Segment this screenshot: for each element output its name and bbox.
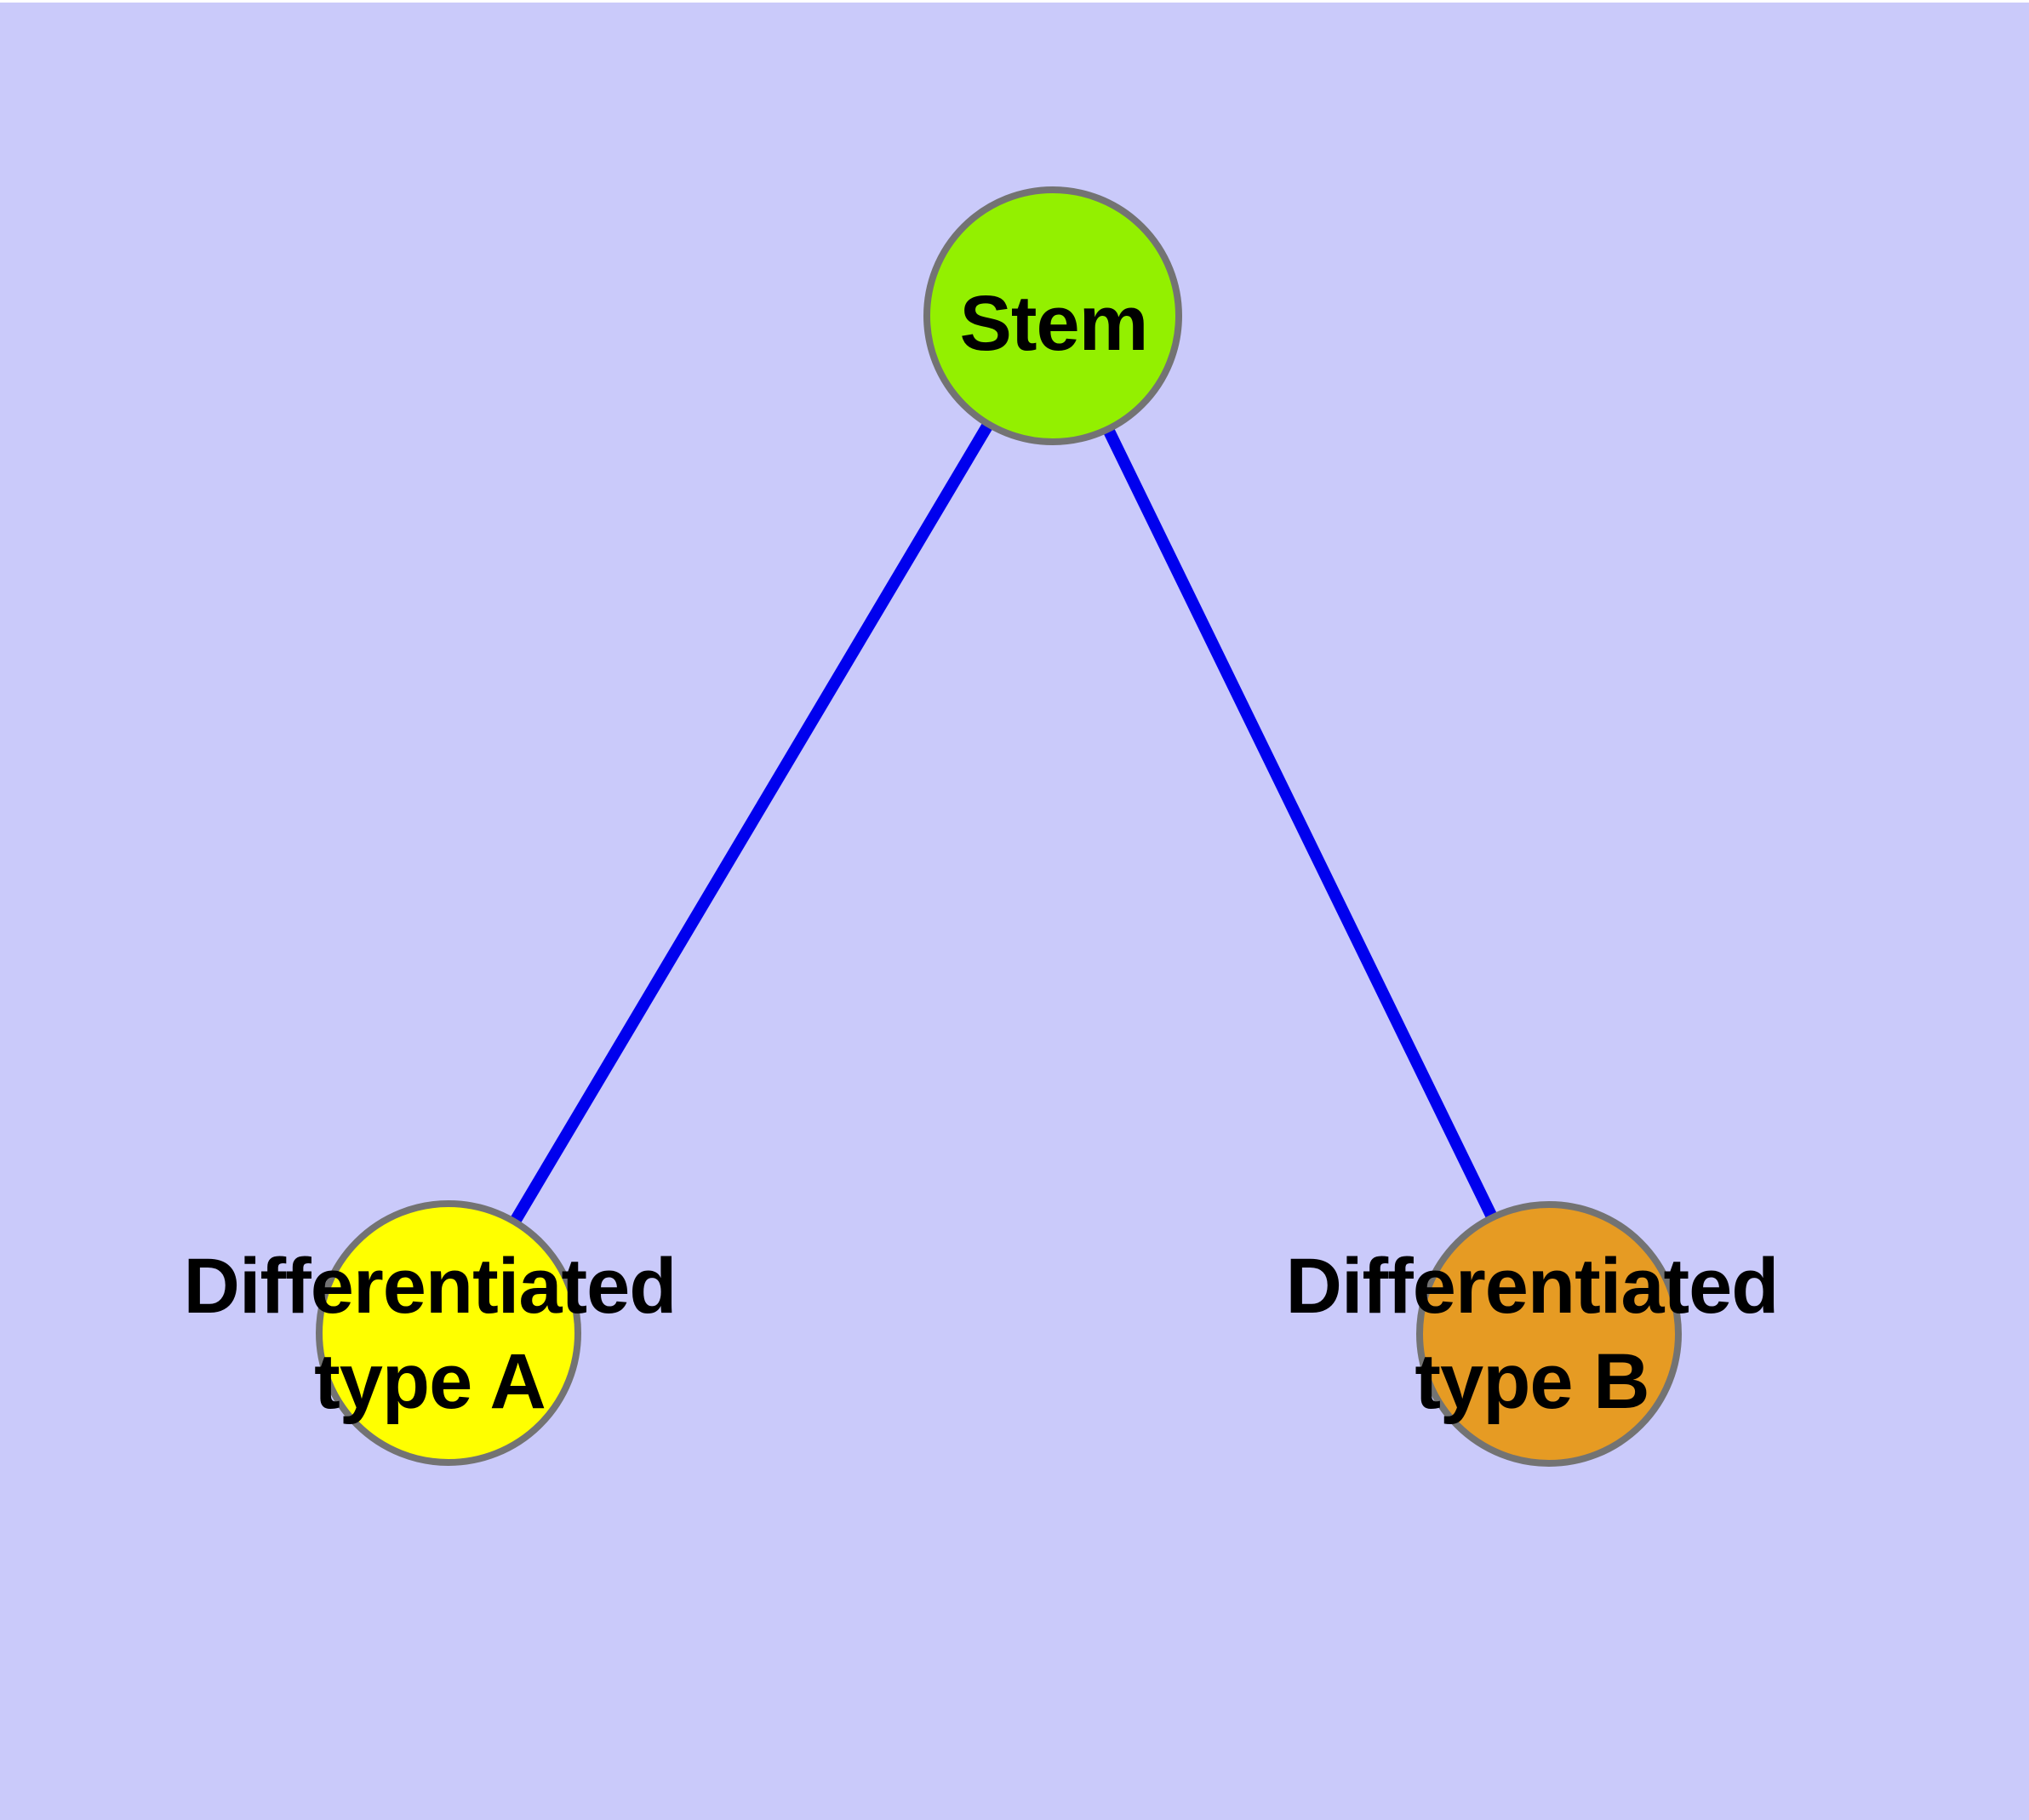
edge-stem-to-type-a [443,312,1059,1336]
node-label-line: Differentiated [1285,1243,1780,1330]
node-label-line: Differentiated [183,1243,677,1330]
node-label-line: type A [314,1338,546,1425]
node-differentiated-type-a-circle [316,1200,581,1466]
node-label-line: type B [1415,1338,1649,1425]
node-differentiated-type-b-circle [1416,1201,1682,1467]
edge-stem-to-type-b [1047,312,1555,1337]
node-differentiated-type-b-label: Differentiated type B [1285,1239,1780,1429]
node-differentiated-type-a-label: Differentiated type A [184,1239,677,1429]
node-stem-circle [923,186,1182,445]
node-stem-label: Stem [959,276,1149,371]
node-label-line: Stem [959,280,1149,367]
